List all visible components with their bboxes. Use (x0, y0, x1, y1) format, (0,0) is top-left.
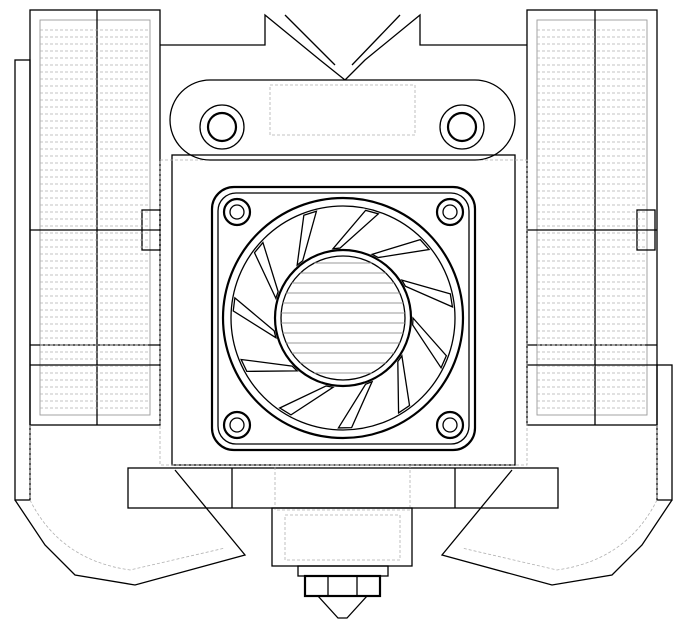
fan-blade (331, 209, 380, 250)
fan-blade (232, 296, 277, 340)
mounting-bar (127, 464, 559, 511)
left-fan-duct (14, 425, 247, 586)
fan-blade (278, 385, 335, 416)
fan-blade (296, 210, 318, 267)
right-pivot-hole (439, 104, 485, 150)
left-pivot-hole (199, 104, 245, 150)
right-carriage (526, 9, 673, 501)
fan-screw-hole (222, 410, 252, 440)
fan-screw-hole (435, 410, 465, 440)
fan-blade (400, 279, 454, 308)
fan-blade (411, 316, 448, 370)
fan-screw-head (442, 204, 458, 220)
fan-screw-hole (435, 197, 465, 227)
fan-blade (370, 238, 431, 259)
nozzle (303, 574, 382, 619)
heater-block (271, 507, 413, 577)
fan-blade (240, 358, 299, 373)
fan-blade (337, 380, 374, 429)
fan-screw-head (229, 204, 245, 220)
cooling-fan (210, 185, 477, 452)
left-carriage (14, 9, 161, 501)
fan-blade (397, 354, 411, 415)
fan-screw-hole (222, 197, 252, 227)
fan-screw-head (229, 417, 245, 433)
fan-blade (253, 241, 279, 300)
right-fan-duct (440, 425, 673, 586)
pivot-plate (169, 79, 516, 161)
fan-screw-head (442, 417, 458, 433)
top-brackets (160, 13, 527, 81)
fan-hub (273, 248, 413, 388)
